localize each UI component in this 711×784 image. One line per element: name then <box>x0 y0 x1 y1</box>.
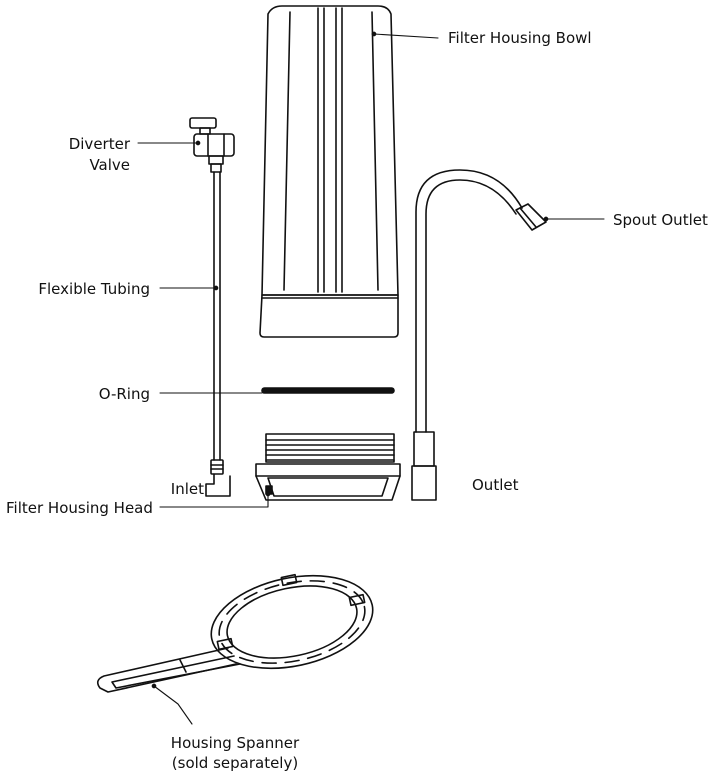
leader-lines <box>137 31 605 725</box>
flexible-tubing <box>205 171 231 497</box>
label-inlet: Inlet <box>170 480 204 498</box>
spout <box>411 169 547 501</box>
label-spout-outlet: Spout Outlet <box>613 211 708 229</box>
diverter-valve <box>189 117 235 173</box>
filter-housing-bowl <box>259 5 399 338</box>
label-housing-spanner-line2: (sold separately) <box>171 754 299 772</box>
o-ring <box>261 387 395 394</box>
label-outlet: Outlet <box>472 476 519 494</box>
label-filter-housing-head: Filter Housing Head <box>6 499 153 517</box>
label-diverter-valve-line1: Diverter <box>68 135 130 153</box>
label-o-ring: O-Ring <box>98 385 150 403</box>
label-diverter-valve-line2: Valve <box>89 156 130 174</box>
filter-housing-head <box>255 433 401 501</box>
label-housing-spanner-line1: Housing Spanner <box>170 734 300 752</box>
label-filter-housing-bowl: Filter Housing Bowl <box>448 29 592 47</box>
label-flexible-tubing: Flexible Tubing <box>38 280 150 298</box>
housing-spanner <box>96 573 374 693</box>
